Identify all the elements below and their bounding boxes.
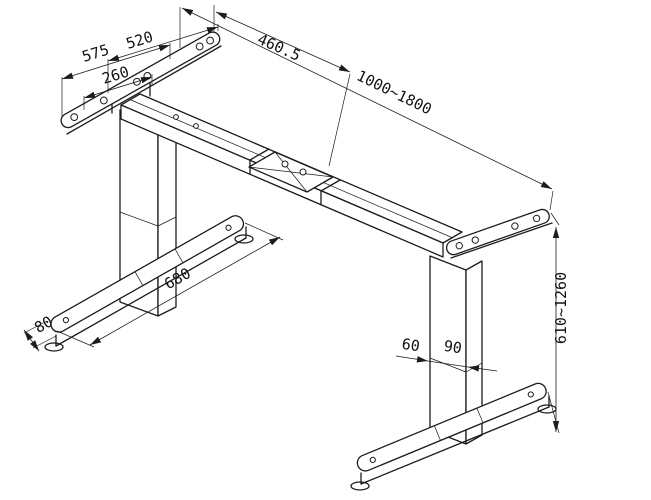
right-plate-face: [445, 208, 550, 256]
ext-line: [549, 190, 554, 211]
dim-line: [427, 360, 469, 368]
right-plate-hole: [532, 214, 541, 223]
dim-line: [89, 236, 281, 346]
dim-label-80: 80: [31, 312, 56, 337]
dim-label-520: 520: [124, 28, 155, 53]
dim-line: [23, 329, 40, 352]
left-plate-hole: [70, 113, 79, 122]
dim-label-575: 575: [80, 41, 111, 66]
left-column-seam-side: [157, 216, 177, 227]
right-plate-hole: [511, 222, 519, 230]
ext-line: [550, 212, 560, 226]
dim-line: [83, 76, 153, 99]
right-column-seam: [429, 357, 467, 373]
right-foot-mount-line: [434, 425, 441, 441]
dim-line: [467, 365, 498, 372]
right-plate-hole: [455, 241, 463, 250]
dimensions: 575 520 260 460.5 1000~1800: [23, 5, 570, 434]
center-mount-hole: [281, 160, 289, 168]
right-mounting-plate: [445, 208, 553, 259]
right-foot-screw: [369, 456, 376, 463]
dim-label-90: 90: [442, 337, 463, 358]
dim-line: [395, 355, 429, 363]
center-mount-hole: [299, 168, 307, 176]
beam-hole: [193, 123, 199, 129]
dim-610-1260: 610~1260: [547, 212, 570, 434]
right-column: [429, 255, 483, 445]
ext-line: [56, 330, 95, 348]
right-foot-top: [356, 382, 547, 472]
right-foot-screw: [527, 391, 534, 398]
left-column-seam: [119, 211, 159, 227]
dim-label-610-1260: 610~1260: [552, 272, 570, 344]
right-foot-pad-front: [350, 481, 370, 491]
ext-line: [328, 73, 351, 167]
right-foot-bar: [356, 382, 547, 472]
right-foot: [350, 382, 557, 491]
right-foot-bottom-edge: [360, 406, 550, 485]
dim-label-1000-1800: 1000~1800: [354, 67, 435, 119]
dim-1000-1800: 1000~1800: [181, 7, 554, 211]
right-plate-body: [445, 208, 550, 256]
dim-60-90: 60 90: [395, 335, 498, 372]
left-foot-screw: [62, 316, 70, 324]
dim-label-60: 60: [400, 335, 421, 356]
right-plate-hole: [471, 236, 479, 244]
right-foot-mount-line: [476, 407, 484, 424]
beam-hole: [173, 114, 179, 120]
left-foot-screw: [225, 224, 232, 231]
dim-line: [181, 7, 553, 190]
right-plate-thickness: [450, 222, 553, 259]
